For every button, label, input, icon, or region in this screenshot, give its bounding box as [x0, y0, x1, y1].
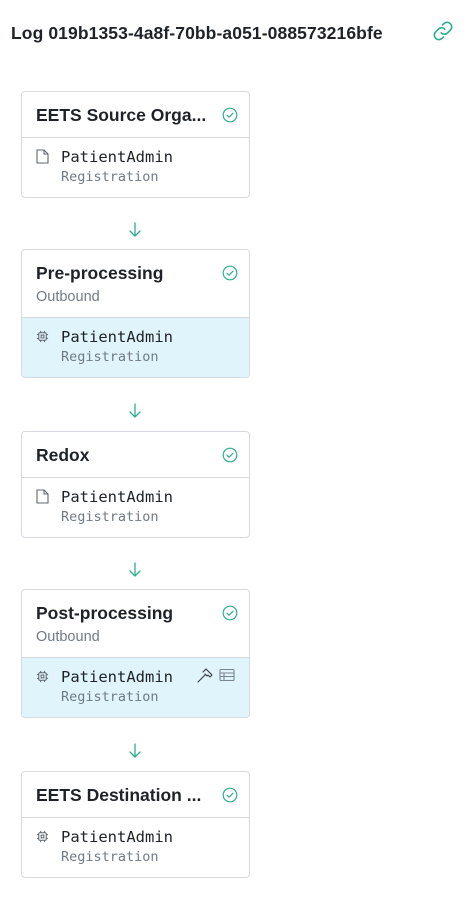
cpu-icon	[36, 330, 49, 343]
hammer-icon[interactable]	[196, 668, 213, 684]
message-type: PatientAdmin	[61, 488, 173, 506]
step-message: PatientAdmin Registration	[22, 658, 249, 717]
log-title: Log 019b1353-4a8f-70bb-a051-088573216bfe	[11, 22, 383, 43]
check-circle-icon	[222, 787, 238, 803]
check-circle-icon	[222, 447, 238, 463]
check-circle-icon	[222, 265, 238, 281]
arrow-down-icon	[129, 403, 141, 418]
event-type: Registration	[61, 849, 159, 865]
step-header: Redox	[22, 432, 249, 478]
step-title: EETS Source Orga...	[36, 105, 207, 125]
step-message: PatientAdmin Registration	[22, 478, 249, 537]
step-header: EETS Destination ...	[22, 772, 249, 818]
step-header: EETS Source Orga...	[22, 92, 249, 138]
arrow-down-icon	[129, 562, 141, 577]
step-direction: Outbound	[36, 289, 100, 305]
cpu-icon	[36, 670, 49, 683]
step-message: PatientAdmin Registration	[22, 818, 249, 877]
message-type: PatientAdmin	[61, 148, 173, 166]
step-card-post-processing[interactable]: Post-processing Outbound PatientAdmin Re…	[21, 589, 250, 718]
cpu-icon	[36, 830, 49, 843]
step-message: PatientAdmin Registration	[22, 318, 249, 377]
message-type: PatientAdmin	[61, 668, 173, 686]
step-title: Pre-processing	[36, 263, 164, 283]
step-direction: Outbound	[36, 629, 100, 645]
step-header: Post-processing Outbound	[22, 590, 249, 658]
event-type: Registration	[61, 349, 159, 365]
step-title: Redox	[36, 445, 90, 465]
step-tools	[196, 668, 235, 684]
check-circle-icon	[222, 107, 238, 123]
event-type: Registration	[61, 169, 159, 185]
step-card-pre-processing[interactable]: Pre-processing Outbound PatientAdmin Reg…	[21, 249, 250, 378]
file-icon	[36, 149, 49, 164]
step-card-destination[interactable]: EETS Destination ... PatientAdmin Regist…	[21, 771, 250, 878]
step-title: Post-processing	[36, 603, 174, 623]
event-type: Registration	[61, 689, 159, 705]
step-message: PatientAdmin Registration	[22, 138, 249, 197]
step-title: EETS Destination ...	[36, 785, 202, 805]
link-icon[interactable]	[432, 20, 454, 42]
step-card-source[interactable]: EETS Source Orga... PatientAdmin Registr…	[21, 91, 250, 198]
step-header: Pre-processing Outbound	[22, 250, 249, 318]
table-icon[interactable]	[219, 668, 235, 682]
check-circle-icon	[222, 605, 238, 621]
event-type: Registration	[61, 509, 159, 525]
log-header: Log 019b1353-4a8f-70bb-a051-088573216bfe	[11, 18, 461, 48]
message-type: PatientAdmin	[61, 328, 173, 346]
step-card-redox[interactable]: Redox PatientAdmin Registration	[21, 431, 250, 538]
file-icon	[36, 489, 49, 504]
message-type: PatientAdmin	[61, 828, 173, 846]
arrow-down-icon	[129, 743, 141, 758]
arrow-down-icon	[129, 222, 141, 237]
